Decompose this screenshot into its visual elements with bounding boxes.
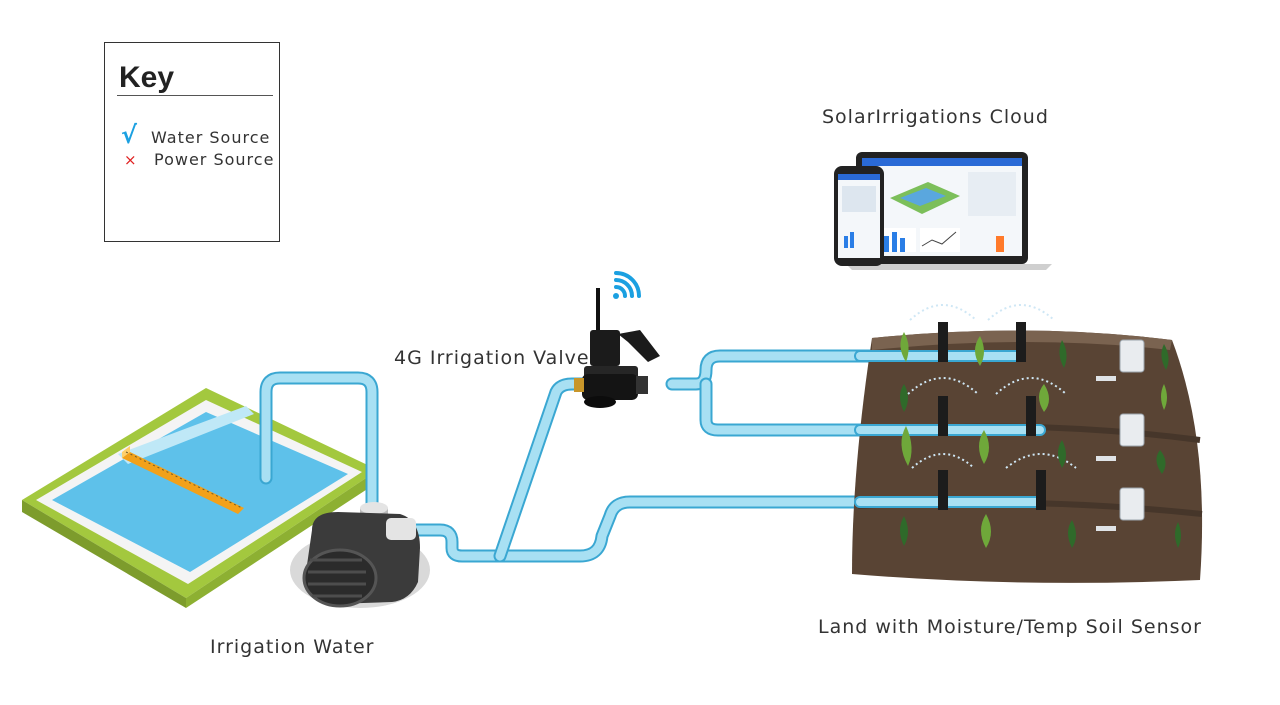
legend-item-power: × Power Source xyxy=(121,150,274,169)
land-sensor-label: Land with Moisture/Temp Soil Sensor xyxy=(818,616,1202,638)
legend-label-water: Water Source xyxy=(151,128,271,147)
cross-icon: × xyxy=(124,151,138,169)
soil-sensors xyxy=(1096,339,1145,531)
legend-item-water: √ Water Source xyxy=(121,121,270,149)
legend-key: Key √ Water Source × Power Source xyxy=(104,42,280,242)
sprinklers xyxy=(938,322,1046,510)
crop-plants xyxy=(900,332,1181,548)
legend-title: Key xyxy=(119,61,175,94)
4g-valve xyxy=(574,288,660,408)
water-reservoir xyxy=(22,388,378,608)
cloud-label: SolarIrrigations Cloud xyxy=(822,106,1049,128)
water-spray xyxy=(907,304,1077,469)
cloud-dashboard-devices xyxy=(834,152,1052,270)
wifi-icon xyxy=(613,271,641,299)
legend-label-power: Power Source xyxy=(154,150,275,169)
irrigation-water-label: Irrigation Water xyxy=(210,636,375,658)
water-pump xyxy=(290,502,430,608)
water-pipes xyxy=(259,349,947,563)
legend-divider xyxy=(117,95,273,96)
check-icon: √ xyxy=(121,121,139,149)
valve-label: 4G Irrigation Valve xyxy=(394,347,590,369)
field-lateral-pipes xyxy=(854,350,1046,508)
